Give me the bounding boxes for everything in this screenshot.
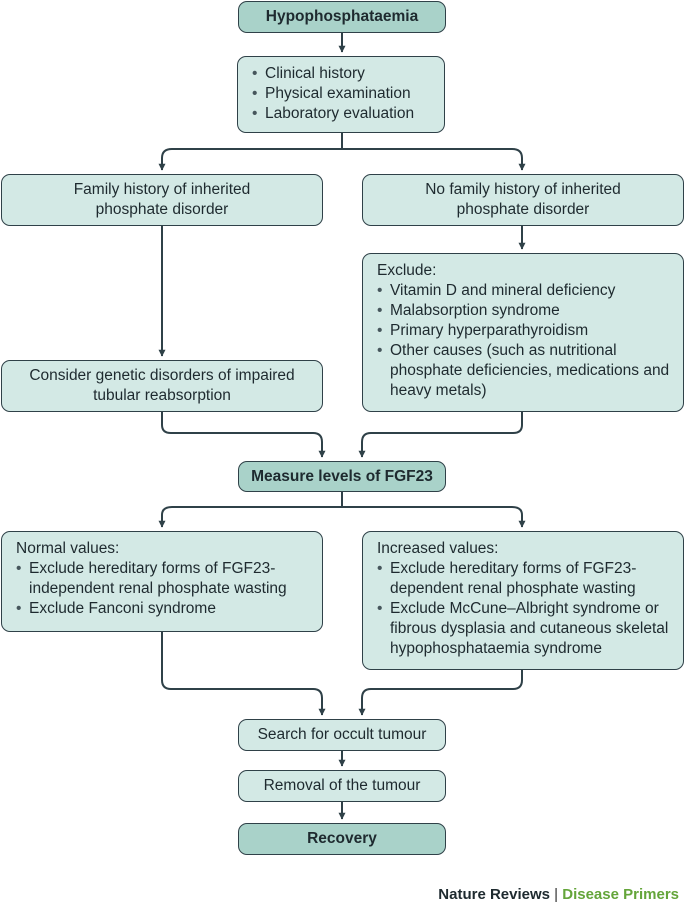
exclude-item: Vitamin D and mineral deficiency: [377, 281, 673, 301]
increased-values-item: Exclude McCune–Albright syndrome or fibr…: [377, 599, 677, 659]
exclude-heading: Exclude:: [377, 262, 437, 279]
node-recovery: Recovery: [238, 823, 446, 855]
node-measure-fgf23: Measure levels of FGF23: [238, 461, 446, 492]
increased-values-list: Exclude hereditary forms of FGF23-depend…: [377, 559, 677, 659]
arrow-evaluation-to-nofamily: [342, 148, 526, 171]
removal-tumour-label: Removal of the tumour: [263, 777, 421, 794]
node-normal-values: Normal values: Exclude hereditary forms …: [1, 531, 323, 632]
evaluation-item: Clinical history: [252, 64, 434, 84]
exclude-item: Primary hyperparathyroidism: [377, 321, 673, 341]
evaluation-item: Laboratory evaluation: [252, 104, 434, 124]
normal-values-heading: Normal values:: [16, 540, 120, 557]
exclude-list: Vitamin D and mineral deficiency Malabso…: [377, 281, 673, 401]
node-genetic-disorders: Consider genetic disorders of impaired t…: [1, 360, 323, 412]
increased-values-heading: Increased values:: [377, 540, 499, 557]
normal-values-list: Exclude hereditary forms of FGF23-indepe…: [16, 559, 316, 619]
no-family-history-line-1: No family history of inherited: [425, 181, 621, 198]
family-history-line-2: phosphate disorder: [95, 201, 229, 218]
arrow-increased-to-search: [358, 670, 523, 716]
normal-values-item: Exclude hereditary forms of FGF23-indepe…: [16, 559, 316, 599]
measure-fgf23-label: Measure levels of FGF23: [251, 467, 433, 485]
node-no-family-history: No family history of inherited phosphate…: [362, 174, 684, 226]
journal-name: Nature Reviews: [438, 886, 550, 903]
search-tumour-label: Search for occult tumour: [257, 726, 427, 743]
node-hypophosphataemia: Hypophosphataemia: [238, 1, 446, 33]
arrow-exclude-to-fgf23: [358, 412, 523, 458]
node-exclude-causes: Exclude: Vitamin D and mineral deficienc…: [362, 253, 684, 412]
node-initial-evaluation: Clinical history Physical examination La…: [237, 56, 445, 133]
publication-credit: Nature Reviews | Disease Primers: [438, 886, 679, 903]
evaluation-item: Physical examination: [252, 84, 434, 104]
node-increased-values: Increased values: Exclude hereditary for…: [362, 531, 684, 670]
arrow-fgf23-to-normal: [158, 492, 343, 528]
evaluation-list: Clinical history Physical examination La…: [252, 64, 434, 124]
genetic-disorders-line-1: Consider genetic disorders of impaired: [29, 367, 295, 384]
arrow-normal-to-search: [161, 632, 326, 716]
exclude-item: Other causes (such as nutritional phosph…: [377, 341, 673, 401]
exclude-item: Malabsorption syndrome: [377, 301, 673, 321]
series-name: Disease Primers: [562, 886, 679, 903]
node-hypophosphataemia-label: Hypophosphataemia: [265, 8, 419, 25]
family-history-line-1: Family history of inherited: [73, 181, 251, 198]
recovery-label: Recovery: [307, 830, 377, 847]
credit-separator: |: [554, 886, 559, 903]
genetic-disorders-line-2: tubular reabsorption: [93, 387, 231, 404]
increased-values-item: Exclude hereditary forms of FGF23-depend…: [377, 559, 677, 599]
arrow-evaluation-to-family: [158, 133, 343, 171]
node-family-history: Family history of inherited phosphate di…: [1, 174, 323, 226]
node-removal-tumour: Removal of the tumour: [238, 770, 446, 802]
node-search-tumour: Search for occult tumour: [238, 719, 446, 751]
normal-values-item: Exclude Fanconi syndrome: [16, 599, 316, 619]
no-family-history-line-2: phosphate disorder: [456, 201, 590, 218]
arrow-fgf23-to-increased: [342, 506, 526, 528]
arrow-genetic-to-fgf23: [161, 412, 326, 458]
